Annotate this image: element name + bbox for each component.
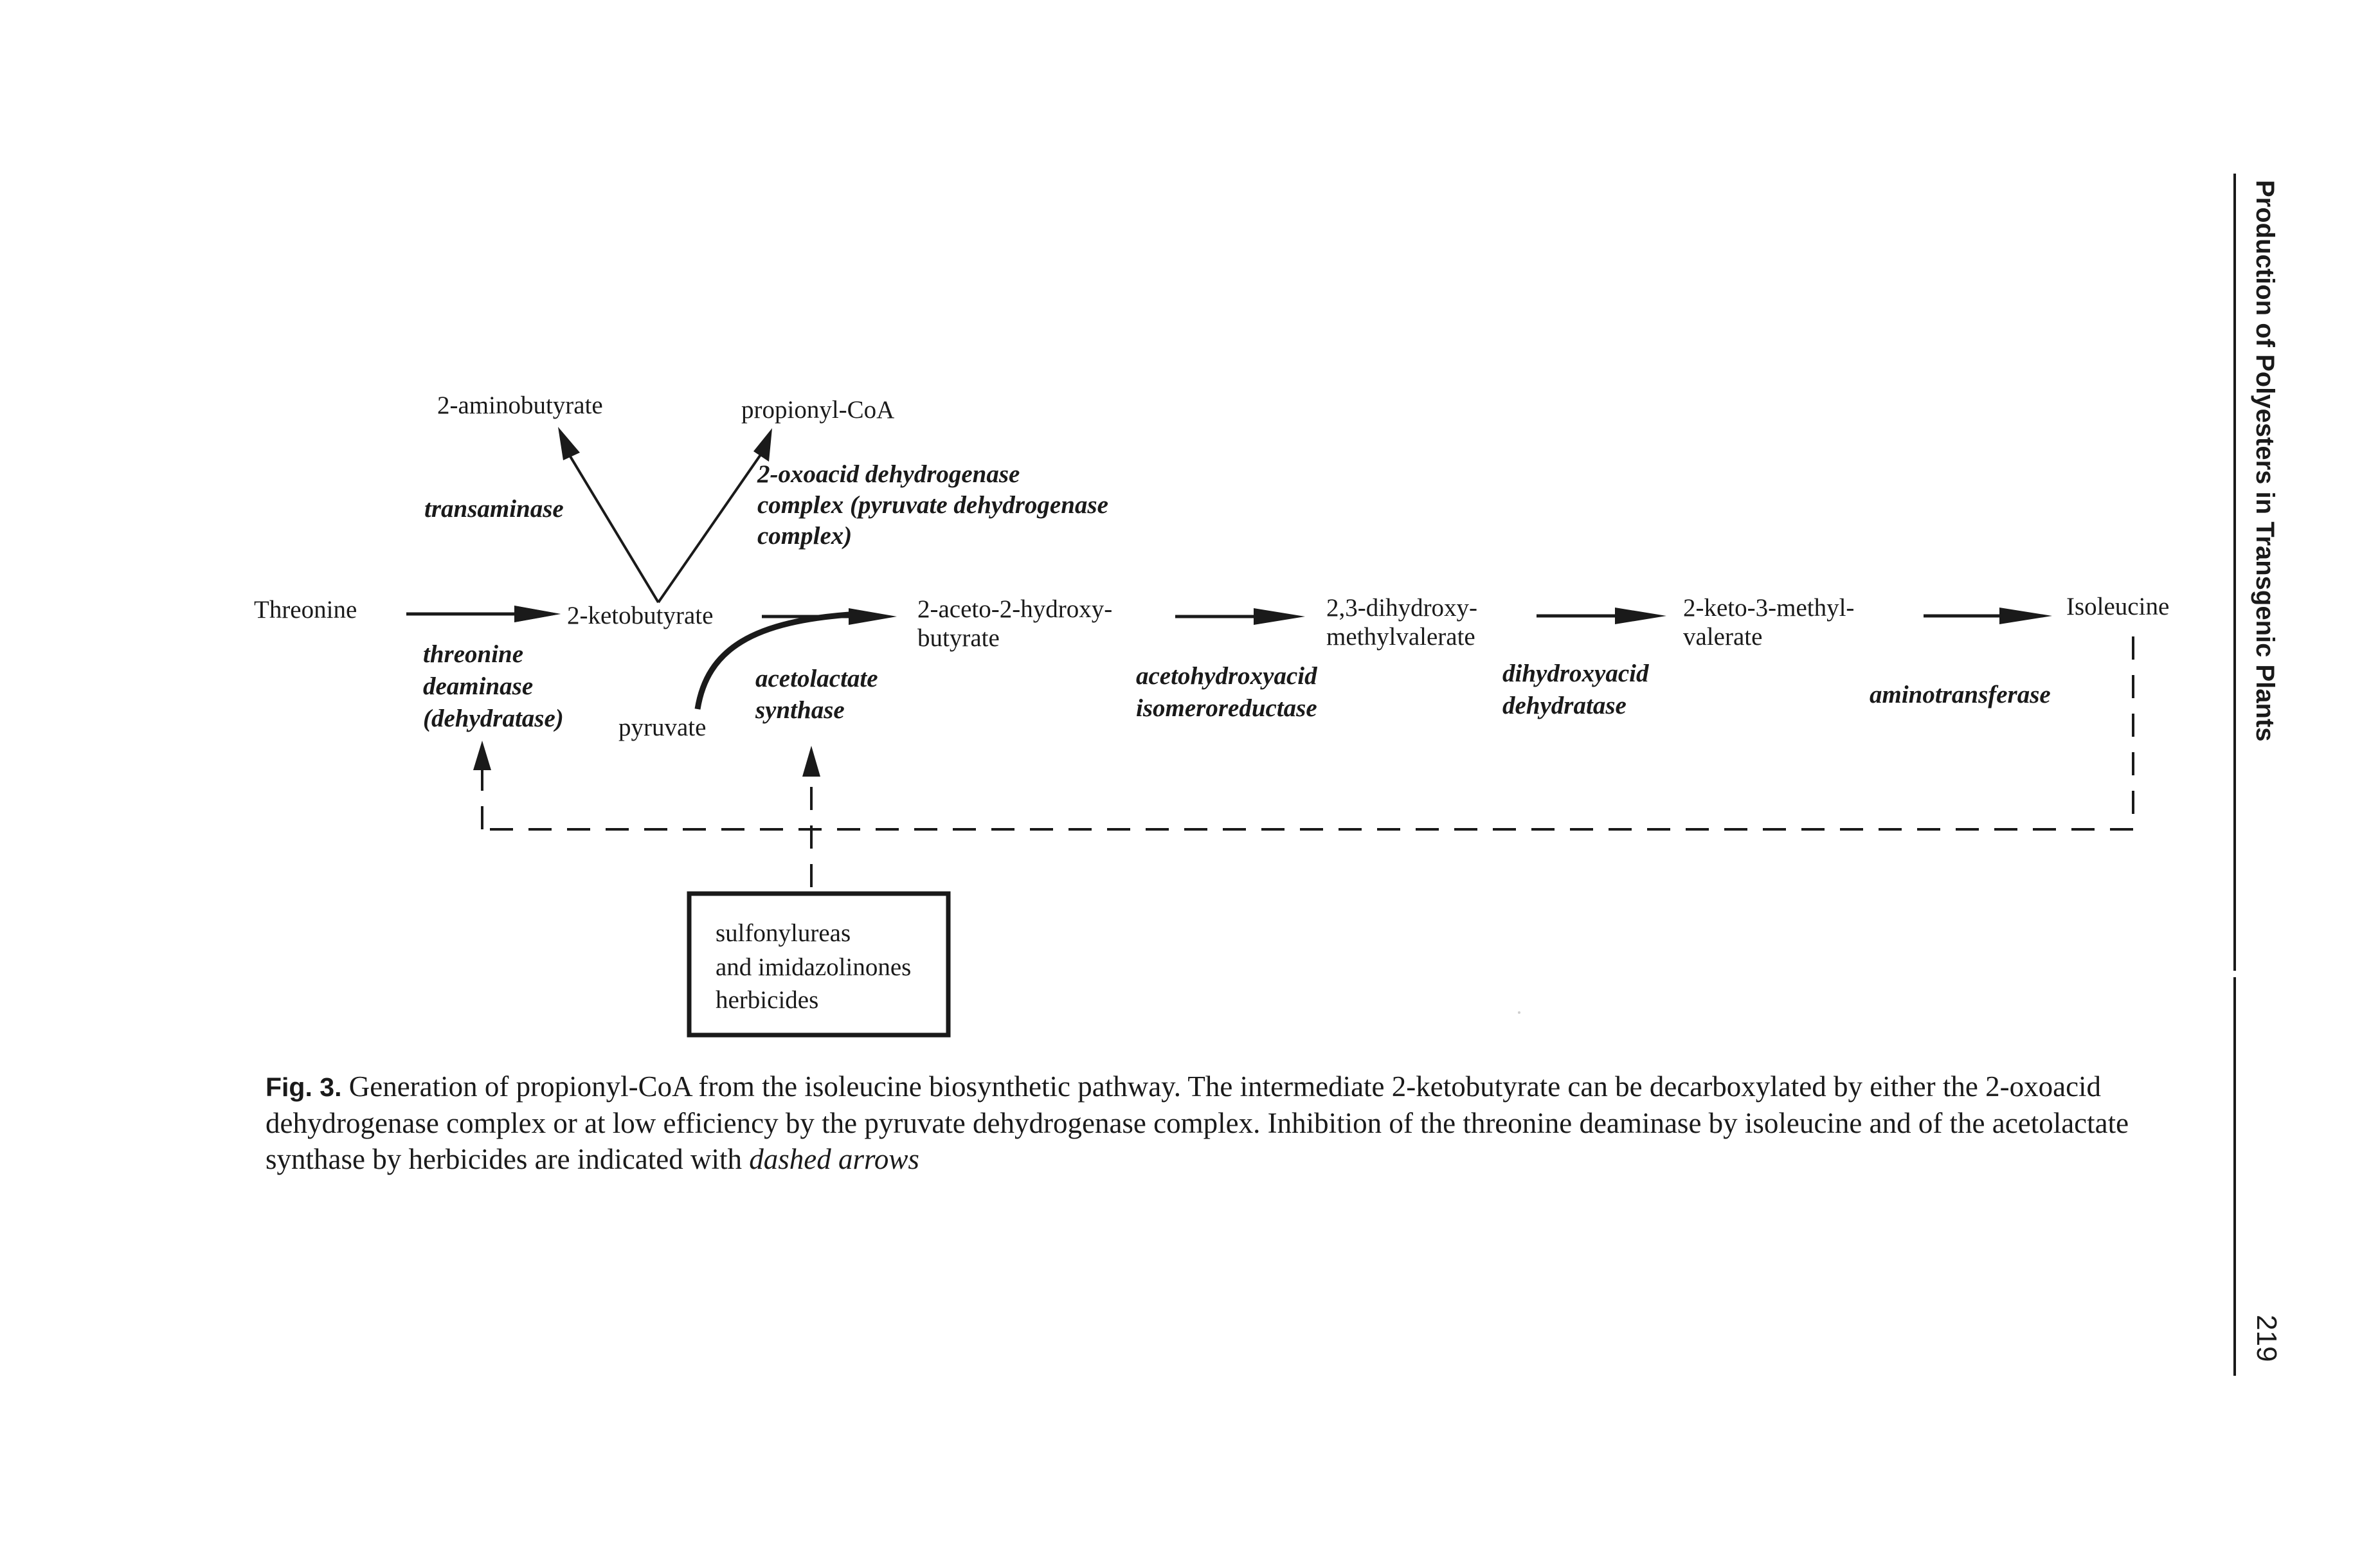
compound-dihydroxymethylvalerate-line2: methylvalerate — [1326, 623, 1475, 651]
running-head-rule — [2233, 174, 2236, 971]
compound-propionyl-coa: propionyl-CoA — [741, 396, 894, 424]
running-head: Production of Polyesters in Transgenic P… — [2250, 180, 2279, 996]
dashed-inhibition-arrows — [481, 636, 2134, 887]
page-number: 219 — [2251, 1315, 2282, 1362]
compound-isoleucine: Isoleucine — [2066, 593, 2169, 620]
enzyme-acetolactate-synthase-line2: synthase — [755, 696, 845, 724]
enzyme-transaminase: transaminase — [424, 495, 564, 523]
compound-acetohydroxybutyrate-line1: 2-aceto-2-hydroxy- — [917, 595, 1112, 623]
compound-threonine: Threonine — [254, 596, 357, 624]
enzyme-aminotransferase: aminotransferase — [1870, 681, 2051, 708]
inhibition-arrowhead-threonine-deaminase — [473, 741, 491, 770]
figure-caption: Fig. 3. Generation of propionyl-CoA from… — [266, 1068, 2194, 1177]
enzyme-acetolactate-synthase-line1: acetolactate — [755, 665, 878, 692]
compound-keto-methylvalerate-line2: valerate — [1683, 623, 1762, 651]
inhibition-arrowhead-acetolactate-synthase — [802, 746, 820, 777]
caption-emphasis: dashed arrows — [749, 1143, 919, 1175]
running-head-text: Production of Polyesters in Transgenic P… — [2251, 180, 2279, 742]
compound-keto-methylvalerate-line1: 2-keto-3-methyl- — [1683, 594, 1854, 622]
arrow-keto-to-isoleucine — [1924, 608, 2052, 624]
herbicide-box-line1: sulfonylureas — [716, 919, 851, 947]
compound-2-aminobutyrate: 2-aminobutyrate — [437, 392, 603, 419]
figure-label: Fig. 3. — [266, 1072, 342, 1102]
enzyme-threonine-deaminase-line3: (dehydratase) — [423, 705, 564, 732]
compound-pyruvate: pyruvate — [618, 714, 706, 741]
compound-2-ketobutyrate: 2-ketobutyrate — [567, 602, 713, 629]
pyruvate-curve — [694, 611, 859, 710]
page-number-rule — [2233, 977, 2236, 1376]
enzyme-acetohydroxyacid-isomeroreductase-line2: isomeroreductase — [1136, 694, 1317, 722]
enzyme-labels: transaminase 2-oxoacid dehydrogenase com… — [423, 460, 2051, 732]
enzyme-acetohydroxyacid-isomeroreductase-line1: acetohydroxyacid — [1136, 662, 1317, 690]
herbicide-box-line2: and imidazolinones — [716, 953, 911, 981]
enzyme-dihydroxyacid-dehydratase-line2: dehydratase — [1502, 692, 1627, 719]
enzyme-threonine-deaminase-line2: deaminase — [423, 672, 533, 700]
arrow-to-propionyl-coa — [657, 453, 762, 604]
enzyme-oxoacid-dehydrogenase-line3: complex) — [757, 522, 852, 550]
compound-dihydroxymethylvalerate-line1: 2,3-dihydroxy- — [1326, 594, 1477, 622]
arrow-aceto-to-dihydroxy — [1175, 608, 1305, 625]
herbicide-box — [687, 891, 951, 1038]
enzyme-dihydroxyacid-dehydratase-line1: dihydroxyacid — [1502, 660, 1649, 687]
enzyme-threonine-deaminase-line1: threonine — [423, 640, 523, 668]
isoleucine-pathway-diagram: sulfonylureas and imidazolinones herbici… — [254, 392, 2169, 1038]
arrow-dihydroxy-to-keto — [1537, 608, 1666, 624]
compound-acetohydroxybutyrate-line2: butyrate — [917, 624, 1000, 652]
enzyme-oxoacid-dehydrogenase-line2: complex (pyruvate dehydrogenase — [757, 491, 1108, 519]
arrow-to-aminobutyrate — [567, 452, 660, 604]
herbicide-box-line3: herbicides — [716, 986, 818, 1014]
enzyme-oxoacid-dehydrogenase-line1: 2-oxoacid dehydrogenase — [757, 460, 1020, 488]
compound-labels: Threonine 2-ketobutyrate 2-aminobutyrate… — [254, 392, 2169, 741]
branch-arrows — [558, 427, 772, 604]
caption-text: Generation of propionyl-CoA from the iso… — [266, 1070, 2129, 1175]
